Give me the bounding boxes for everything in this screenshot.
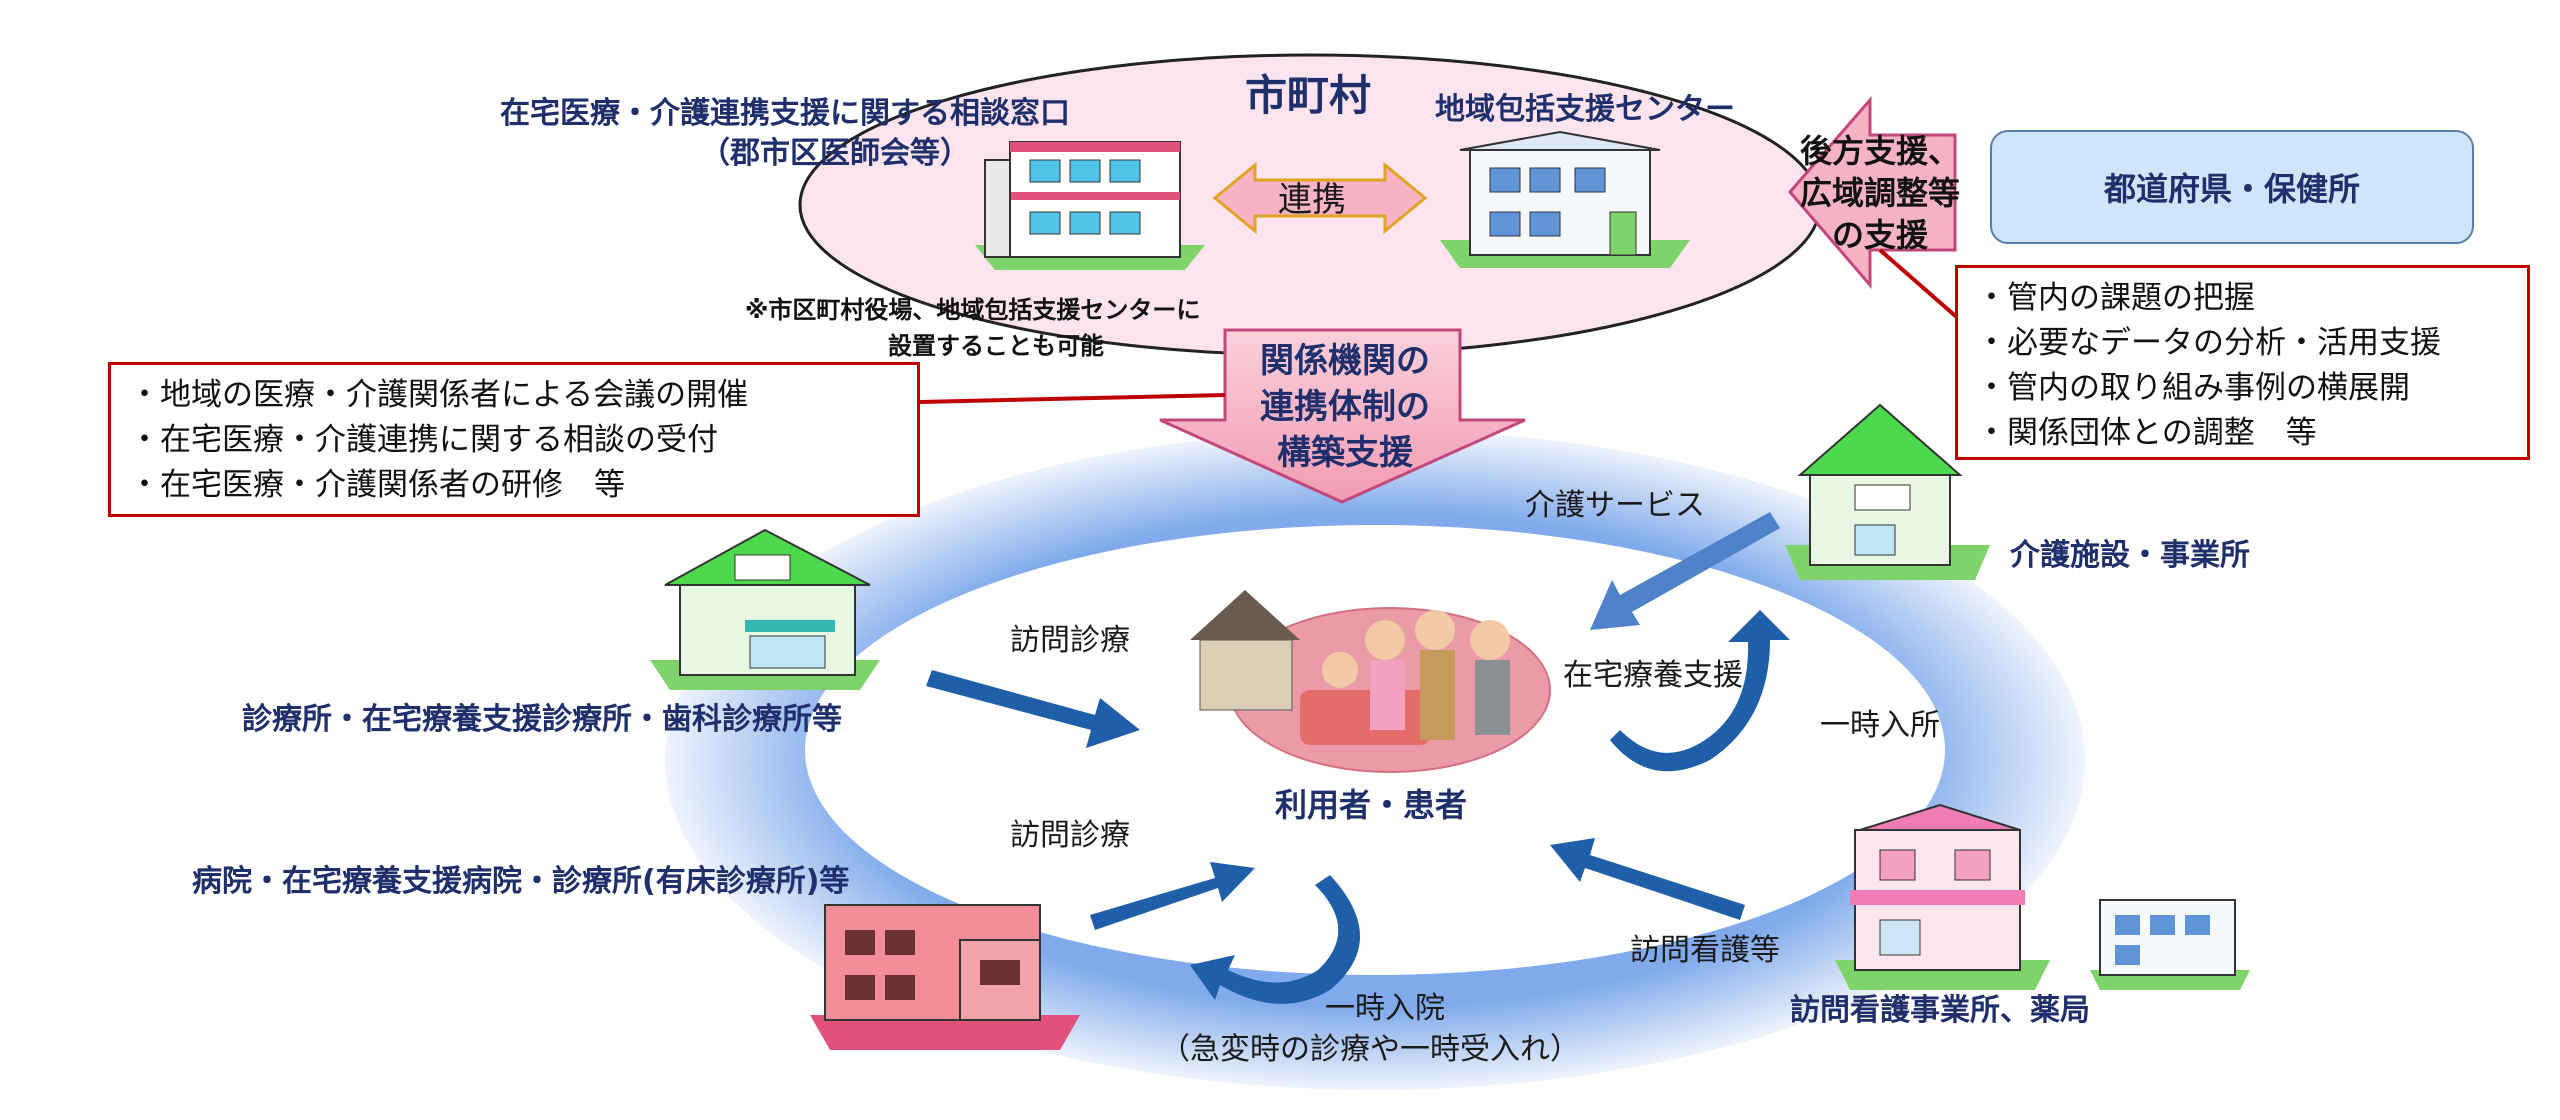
arrow-visit-medical-2 — [1090, 862, 1255, 930]
prefecture-title: 都道府県・保健所 — [2103, 170, 2360, 208]
hospital-building-icon — [810, 904, 1080, 1050]
visit-medical-label-1: 訪問診療 — [1010, 623, 1130, 658]
build-support-line1: 関係機関の — [1260, 341, 1430, 381]
flow-arrows — [926, 512, 1790, 1004]
build-support-text: 関係機関の 連携体制の 構築支援 — [1245, 338, 1445, 476]
note-line2: 設置することも可能 — [888, 332, 1104, 360]
prefecture-support-line1: 後方支援、 — [1799, 132, 1960, 170]
consult-window-label: 在宅医療・介護連携支援に関する相談窓口 — [500, 96, 1070, 131]
clinic-label: 診療所・在宅療養支援診療所・歯科診療所等 — [242, 702, 842, 737]
prefecture-task-list: ・管内の課題の把握 ・必要なデータの分析・活用支援 ・管内の取り組み事例の横展開… — [1955, 265, 2530, 460]
arrow-visit-nursing — [1550, 838, 1745, 920]
municipality-title: 市町村 — [1245, 71, 1372, 120]
build-support-arrow — [1159, 328, 1526, 504]
visit-medical-label-2: 訪問診療 — [1010, 818, 1130, 853]
temp-admission-label: 一時入所 — [1820, 708, 1940, 743]
center-building-icon — [1440, 130, 1690, 268]
build-support-line2: 連携体制の — [1260, 387, 1430, 427]
care-facility-label: 介護施設・事業所 — [2010, 538, 2250, 573]
link-label: 連携 — [1278, 180, 1346, 220]
care-facility-building-icon — [1785, 403, 1990, 580]
connector-municipal — [919, 393, 1226, 404]
pharmacy-building-icon — [2090, 899, 2250, 990]
prefecture-support-text: 後方支援、 広域調整等 の支援 — [1785, 130, 1975, 256]
note-line1: ※市区町村役場、地域包括支援センターに — [745, 296, 1201, 324]
connector-prefecture — [1878, 248, 1962, 322]
family-scene-icon — [1190, 590, 1551, 773]
prefecture-box: 都道府県・保健所 — [1990, 130, 2474, 244]
nursing-building-icon — [1835, 803, 2050, 990]
municipal-task: ・在宅医療・介護関係者の研修 等 — [129, 467, 625, 503]
prefecture-task: ・管内の取り組み事例の横展開 — [1976, 370, 2410, 406]
prefecture-task: ・関係団体との調整 等 — [1976, 415, 2317, 451]
home-care-support-label: 在宅療養支援 — [1563, 658, 1743, 693]
arrow-temp-hospital-curve — [1190, 875, 1360, 1004]
center-label: 地域包括支援センター — [1435, 92, 1735, 127]
user-patient-label: 利用者・患者 — [1275, 786, 1468, 824]
arrow-visit-medical-1 — [926, 670, 1140, 748]
temp-hospital-note: （急変時の診療や一時受入れ） — [1160, 1032, 1580, 1067]
build-support-line3: 構築支援 — [1277, 433, 1413, 473]
municipal-task: ・地域の医療・介護関係者による会議の開催 — [129, 377, 749, 413]
prefecture-support-line3: の支援 — [1831, 216, 1928, 254]
hospital-label: 病院・在宅療養支援病院・診療所(有床診療所)等 — [192, 864, 850, 899]
municipal-task: ・在宅医療・介護連携に関する相談の受付 — [129, 422, 718, 458]
consult-building-icon — [975, 141, 1205, 270]
link-double-arrow — [1212, 161, 1428, 235]
municipal-task-list: ・地域の医療・介護関係者による会議の開催 ・在宅医療・介護連携に関する相談の受付… — [108, 362, 920, 517]
prefecture-task: ・管内の課題の把握 — [1976, 280, 2255, 316]
arrow-care-service — [1590, 512, 1780, 630]
prefecture-support-line2: 広域調整等 — [1799, 174, 1960, 212]
care-service-label: 介護サービス — [1525, 488, 1705, 523]
visit-nursing-label: 訪問看護等 — [1630, 933, 1780, 968]
consult-window-sub: （郡市区医師会等） — [700, 136, 970, 171]
prefecture-support-arrow — [1788, 95, 1957, 290]
clinic-building-icon — [650, 528, 880, 690]
arrow-home-care-curve — [1610, 610, 1790, 772]
prefecture-task: ・必要なデータの分析・活用支援 — [1976, 325, 2441, 361]
temp-hospital-label: 一時入院 — [1325, 991, 1445, 1026]
nursing-label: 訪問看護事業所、薬局 — [1790, 993, 2090, 1028]
